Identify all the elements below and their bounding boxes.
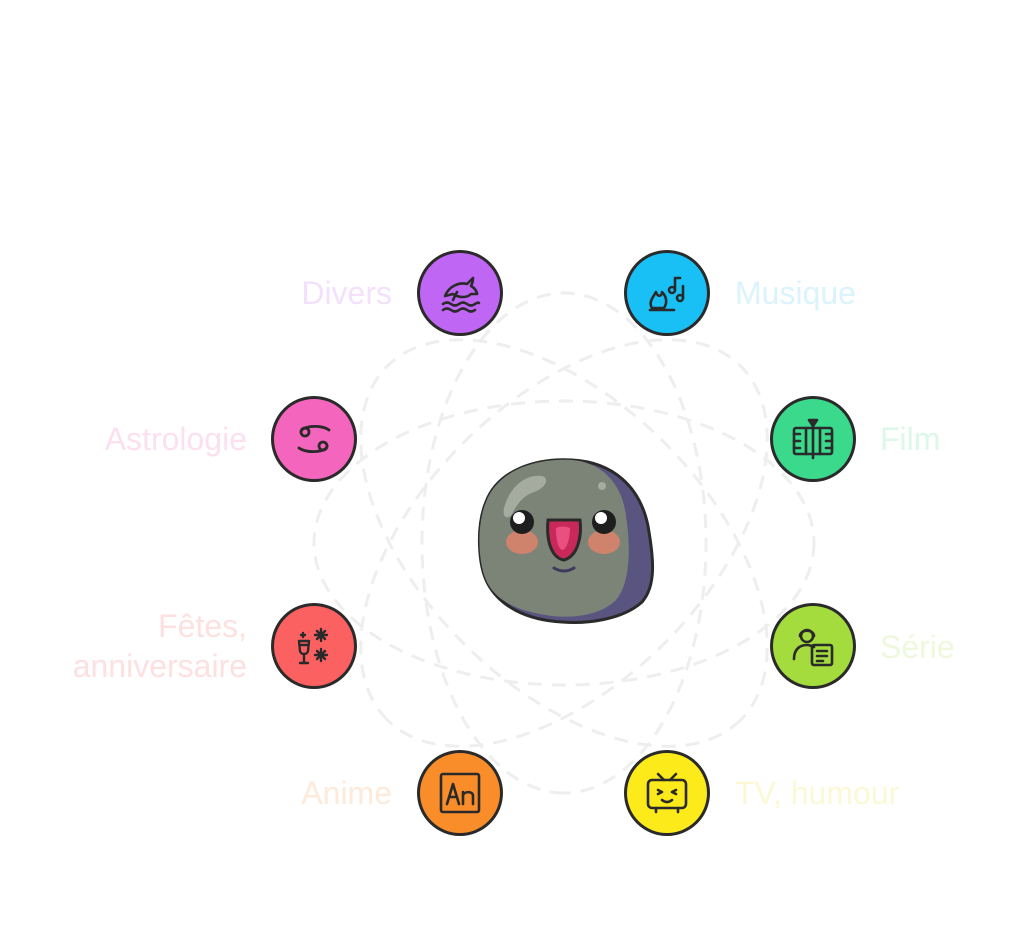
category-film-button[interactable] xyxy=(770,396,856,482)
category-tv-text: TV, humour xyxy=(735,775,900,811)
category-musique-text: Musique xyxy=(735,275,856,311)
music-fire-icon xyxy=(648,276,685,312)
category-tv-button[interactable] xyxy=(624,750,710,836)
category-fetes-text-line2: anniversaire xyxy=(72,648,247,684)
tv-smile-icon xyxy=(646,772,688,814)
category-fetes-label[interactable]: Fêtes, anniversaire xyxy=(73,606,247,686)
pebble-mascot-icon xyxy=(478,458,655,624)
reading-person-icon xyxy=(792,628,834,667)
category-musique-label[interactable]: Musique xyxy=(735,273,856,313)
category-fetes-text-line1: Fêtes, xyxy=(158,608,247,644)
category-divers-label[interactable]: Divers xyxy=(301,273,392,313)
category-astrologie-label[interactable]: Astrologie xyxy=(105,419,247,459)
category-film-label[interactable]: Film xyxy=(880,419,940,459)
category-film-text: Film xyxy=(880,421,941,457)
category-astrologie-text: Astrologie xyxy=(104,421,247,457)
category-musique-button[interactable] xyxy=(624,250,710,336)
category-tv-label[interactable]: TV, humour xyxy=(735,773,899,813)
category-serie-label[interactable]: Série xyxy=(880,627,955,667)
animate-an-icon xyxy=(439,772,481,814)
category-serie-button[interactable] xyxy=(770,603,856,689)
category-anime-button[interactable] xyxy=(417,750,503,836)
category-divers-text: Divers xyxy=(301,275,392,311)
category-serie-text: Série xyxy=(880,629,955,665)
category-divers-button[interactable] xyxy=(417,250,503,336)
film-strip-icon xyxy=(792,418,834,460)
category-anime-text: Anime xyxy=(301,775,392,811)
cancer-zodiac-icon xyxy=(297,425,331,453)
dolphin-icon xyxy=(441,276,481,313)
champagne-fireworks-icon xyxy=(297,627,329,665)
category-astrologie-button[interactable] xyxy=(271,396,357,482)
category-anime-label[interactable]: Anime xyxy=(301,773,392,813)
category-fetes-button[interactable] xyxy=(271,603,357,689)
